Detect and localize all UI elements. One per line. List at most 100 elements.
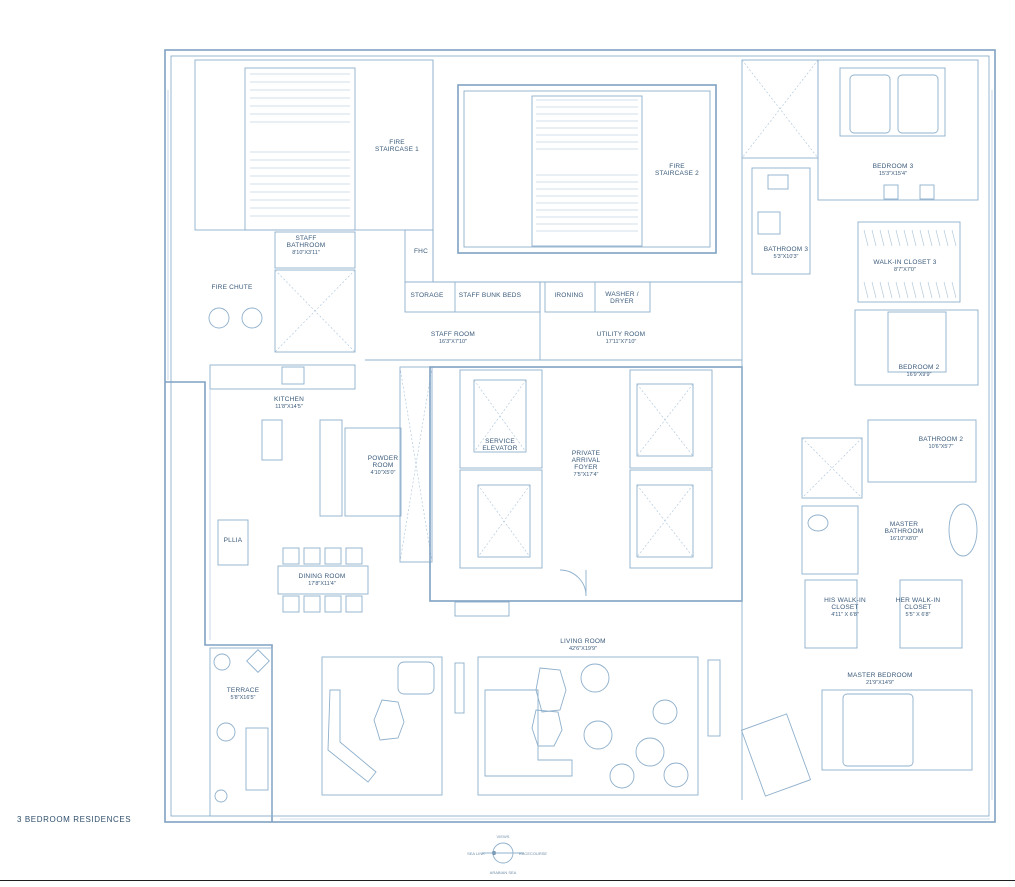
room-name: UTILITY ROOM: [597, 331, 646, 338]
room-name: STAIRCASE 2: [655, 170, 699, 177]
compass: VIEWS SEA LINK RACECOURSE ARABIAN SEA: [467, 834, 547, 875]
terrace-plan: [209, 647, 273, 817]
room-name: CLOSET: [831, 604, 858, 611]
room-name: HER WALK-IN: [896, 597, 941, 604]
room-name: FHC: [414, 248, 428, 255]
room-name: ARRIVAL: [572, 457, 601, 464]
room-name: BATHROOM 3: [764, 246, 809, 253]
room-name: STAFF ROOM: [431, 331, 475, 338]
room-name: BATHROOM 2: [919, 436, 964, 443]
room-name: TERRACE: [227, 687, 260, 694]
shaft-box: [741, 59, 819, 159]
room-dimension: 8'10"X3'11": [292, 250, 320, 256]
room-name: BEDROOM 2: [899, 364, 940, 371]
elevator-core: [429, 366, 743, 617]
room-name: KITCHEN: [274, 396, 304, 403]
room-label-bathroom-3: BATHROOM 35'3"X10'3": [764, 246, 809, 260]
room-name: MASTER BEDROOM: [847, 672, 912, 679]
room-dimension: 4'11" X 6'8": [831, 612, 859, 618]
facade-mullions: [167, 90, 993, 820]
kitchen-zone: [209, 364, 433, 566]
room-label-pllia: PLLIA: [224, 537, 243, 544]
room-name: DRYER: [610, 298, 634, 305]
room-dimension: 8'7"X7'0": [894, 267, 916, 273]
room-name: WASHER /: [605, 291, 639, 298]
room-dimension: 7'5"X17'4": [574, 472, 599, 478]
bottom-divider: [0, 880, 1015, 881]
room-name: STORAGE: [410, 292, 444, 299]
room-name: PRIVATE: [572, 450, 601, 457]
room-dimension: 17'11"X7'10": [606, 339, 637, 345]
room-name: PLLIA: [224, 537, 243, 544]
room-label-fhc: FHC: [414, 248, 428, 255]
fire-staircase-1-plan: [194, 59, 434, 282]
room-label-fire-chute: FIRE CHUTE: [212, 284, 253, 291]
room-name: ELEVATOR: [482, 445, 517, 452]
compass-bottom-label: ARABIAN SEA: [490, 870, 517, 875]
room-dimension: 21'9"X14'9": [866, 680, 894, 686]
outer-walls: [164, 49, 996, 823]
room-label-bathroom-2: BATHROOM 210'6"X5'7": [919, 436, 964, 450]
room-name: IRONING: [554, 292, 583, 299]
room-name: STAIRCASE 1: [375, 146, 419, 153]
room-dimension: 11'8"X14'5": [275, 404, 303, 410]
room-label-bedroom-2: BEDROOM 216'9"X9'9": [899, 364, 940, 378]
room-name: CLOSET: [904, 604, 931, 611]
room-name: FIRE: [389, 139, 405, 146]
room-dimension: 4'10"X5'0": [371, 470, 396, 476]
room-name: BATHROOM: [885, 528, 924, 535]
room-name: BATHROOM: [287, 242, 326, 249]
compass-top-label: VIEWS: [497, 834, 510, 839]
room-name: POWDER: [368, 455, 399, 462]
right-wing: [740, 59, 979, 800]
room-name: FIRE: [669, 163, 685, 170]
room-name: SERVICE: [485, 438, 515, 445]
room-name: WALK-IN CLOSET 3: [873, 259, 936, 266]
room-name: ROOM: [372, 462, 393, 469]
plan-title: 3 BEDROOM RESIDENCES: [17, 815, 132, 824]
room-dimension: 16'3"X7'10": [439, 339, 467, 345]
room-dimension: 5'5" X 6'8": [906, 612, 931, 618]
compass-right-label: RACECOURSE: [519, 851, 548, 856]
room-name: HIS WALK-IN: [824, 597, 866, 604]
room-name: STAFF BUNK BEDS: [459, 292, 522, 299]
room-label-staff-bunk-beds: STAFF BUNK BEDS: [459, 292, 522, 299]
room-dimension: 16'10"X8'0": [890, 536, 918, 542]
fire-staircase-2-plan: [433, 84, 742, 283]
room-name: FIRE CHUTE: [212, 284, 253, 291]
room-label-storage: STORAGE: [410, 292, 444, 299]
room-dimension: 42'6"X19'9": [569, 646, 597, 652]
room-dimension: 15'3"X15'4": [879, 171, 907, 177]
room-label-ironing: IRONING: [554, 292, 583, 299]
room-name: FOYER: [574, 464, 597, 471]
staff-zone: [208, 229, 742, 361]
room-dimension: 17'8"X11'4": [308, 581, 336, 587]
room-name: DINING ROOM: [299, 573, 346, 580]
room-name: STAFF: [295, 235, 316, 242]
room-dimension: 16'9"X9'9": [907, 372, 932, 378]
room-label-washer-dryer: WASHER /DRYER: [605, 291, 639, 305]
compass-left-label: SEA LINK: [467, 851, 485, 856]
room-dimension: 5'8"X16'5": [231, 695, 256, 701]
room-name: MASTER: [890, 521, 918, 528]
room-label-bedroom-3: BEDROOM 315'3"X15'4": [873, 163, 914, 177]
room-name: BEDROOM 3: [873, 163, 914, 170]
dining-table: [277, 547, 369, 613]
